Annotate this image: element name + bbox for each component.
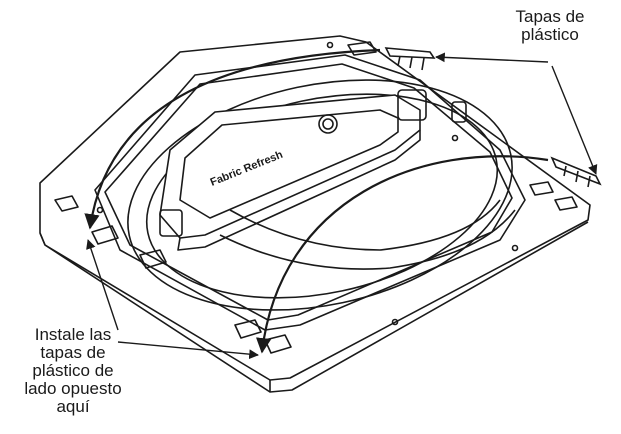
- leader-caps-2: [551, 65, 598, 175]
- callout-plastic-caps: Tapas de plástico: [488, 8, 612, 44]
- latch-right: [451, 101, 467, 123]
- lid-opening-inner: [145, 93, 499, 299]
- install-arrow-right: [255, 155, 549, 354]
- callout-plastic-caps-line: Tapas de: [515, 7, 585, 26]
- hinge-right: [397, 89, 427, 121]
- plastic-cap-upper: [384, 47, 436, 71]
- callout-install-caps-line: Instale las: [34, 325, 112, 344]
- plastic-cap-lower: [550, 156, 602, 188]
- callout-install-caps-line: aquí: [56, 397, 90, 416]
- leader-caps-1: [435, 52, 549, 63]
- callout-install-caps-line: tapas de: [40, 343, 106, 362]
- console-top-plate-edge: [44, 221, 589, 393]
- leader-install-1: [86, 239, 119, 331]
- hinge-left: [159, 209, 183, 237]
- install-arrow-left: [84, 48, 381, 230]
- lid-opening-outer: [127, 79, 513, 311]
- callout-install-caps-line: plástico de: [32, 361, 114, 380]
- callout-install-caps: Instale las tapas de plástico de lado op…: [8, 326, 138, 416]
- callout-plastic-caps-line: plástico: [521, 25, 579, 44]
- leader-install-2: [117, 341, 259, 360]
- callout-install-caps-line: lado opuesto: [24, 379, 122, 398]
- dispenser-cap-icon: [318, 114, 338, 134]
